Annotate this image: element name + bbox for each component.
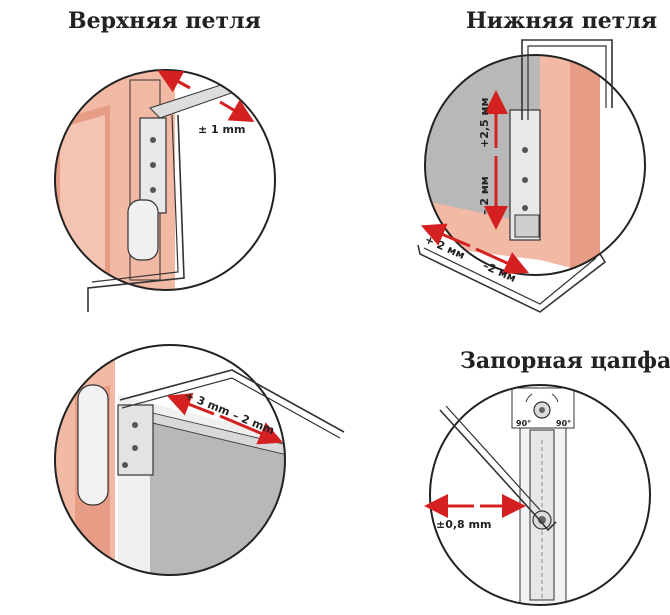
pin-adjust-label: ±0,8 mm: [436, 518, 491, 531]
bottom-hinge-arrow-left: [420, 223, 471, 248]
bottom-hinge-arrow-right: [475, 247, 529, 274]
bottom-hinge-vertical-plus-label: +2,5 мм: [478, 97, 491, 148]
bottom-hinge-panel: +2,5 мм – 2 мм + 2 мм –2 мм: [417, 39, 646, 313]
middle-hinge-panel: + 3 mm – 2 mm: [54, 344, 345, 576]
top-hinge-arrow-right: [219, 99, 255, 123]
pin-angle-right-label: 90°: [556, 419, 571, 428]
top-hinge-panel: ± 1 mm: [54, 69, 276, 312]
top-hinge-title: Верхняя петля: [68, 8, 261, 34]
bottom-hinge-title: Нижняя петля: [466, 8, 658, 34]
locking-pin-title: Запорная цапфа: [460, 348, 670, 374]
middle-hinge-arrow-right: [219, 414, 284, 445]
top-hinge-arrow-left: [157, 70, 191, 93]
locking-pin-panel: 90° 90° ±0,8 mm: [424, 384, 651, 606]
top-hinge-adjust-label: ± 1 mm: [198, 123, 245, 136]
pin-angle-left-label: 90°: [516, 419, 531, 428]
bottom-hinge-vertical-minus-label: – 2 мм: [478, 176, 491, 215]
middle-hinge-arrow-left: [166, 393, 215, 416]
